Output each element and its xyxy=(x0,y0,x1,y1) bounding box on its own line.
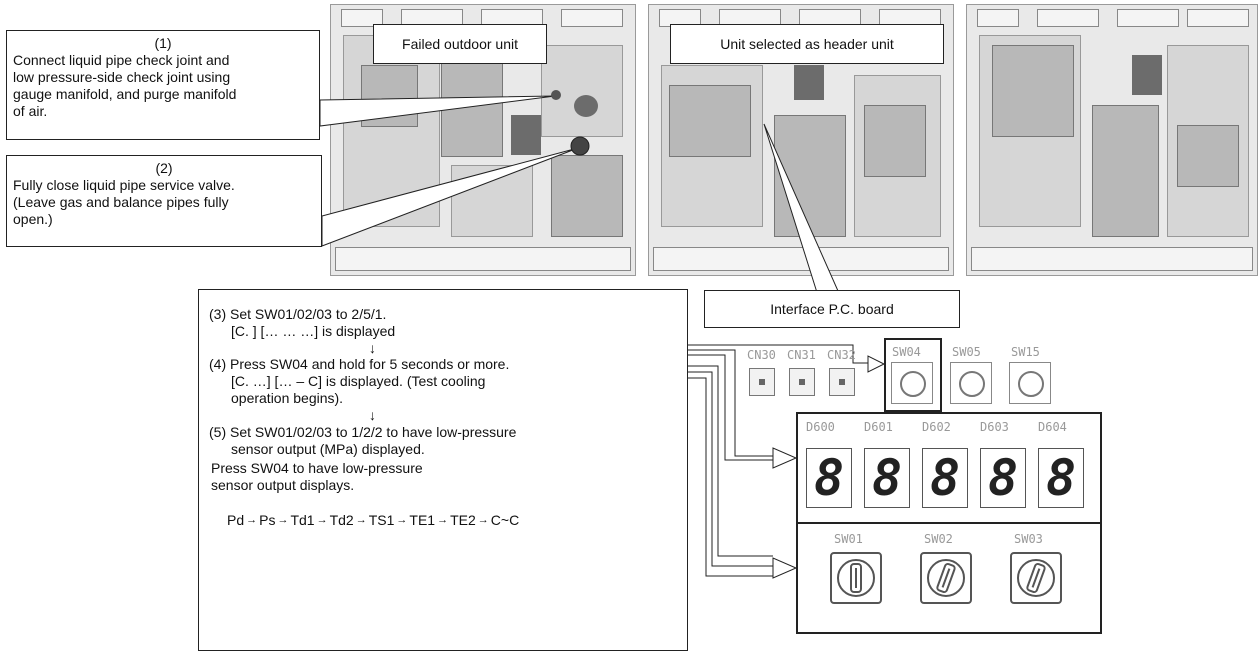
connector-label-cn31: CN31 xyxy=(787,348,816,362)
push-button-sw15[interactable] xyxy=(1009,362,1051,404)
down-arrow-icon: ↓ xyxy=(369,407,376,423)
sequence-item: Pd xyxy=(227,512,244,529)
sequence-arrow-icon: → xyxy=(437,512,448,529)
step-4-line: (4) Press SW04 and hold for 5 seconds or… xyxy=(209,356,509,373)
display-label-d602: D602 xyxy=(922,420,951,434)
rotary-switch-section: SW01 SW02 SW03 xyxy=(796,522,1102,636)
callout-1-line: gauge manifold, and purge manifold xyxy=(13,86,313,103)
rotary-switch-sw03[interactable] xyxy=(1010,552,1062,604)
arrow-to-sw04 xyxy=(868,356,884,372)
sequence-item: C~C xyxy=(491,512,519,529)
display-sequence: Pd → Ps → Td1 → Td2 → TS1 → TE1 → TE2 → … xyxy=(227,512,519,529)
sequence-arrow-icon: → xyxy=(277,512,288,529)
sequence-arrow-icon: → xyxy=(317,512,328,529)
connector-label-cn32: CN32 xyxy=(827,348,856,362)
pointer-interface-board xyxy=(764,124,850,318)
down-arrow-icon: ↓ xyxy=(369,340,376,356)
seven-segment-display-d602: 8 xyxy=(922,448,968,508)
rotary-switch-sw02[interactable] xyxy=(920,552,972,604)
arrow-to-displays xyxy=(773,448,796,468)
pointer-callout-1 xyxy=(320,96,555,126)
callout-1-line: low pressure-side check joint using xyxy=(13,69,313,86)
button-label-sw04: SW04 xyxy=(892,345,921,359)
header-unit-label: Unit selected as header unit xyxy=(670,24,944,64)
display-and-switch-panel: D600 D601 D602 D603 D604 8 8 8 8 8 SW01 … xyxy=(796,412,1102,634)
connector-cn32 xyxy=(829,368,855,396)
step-5-line: (5) Set SW01/02/03 to 1/2/2 to have low-… xyxy=(209,424,516,441)
sequence-item: Ps xyxy=(259,512,275,529)
rotary-label-sw01: SW01 xyxy=(834,532,863,546)
seven-segment-display-d604: 8 xyxy=(1038,448,1084,508)
step-5-line: sensor output displays. xyxy=(211,477,354,494)
service-valve-marker xyxy=(571,137,589,155)
button-label-sw05: SW05 xyxy=(952,345,981,359)
callout-2-number: (2) xyxy=(13,160,315,177)
display-label-d603: D603 xyxy=(980,420,1009,434)
sequence-item: TE1 xyxy=(409,512,435,529)
sequence-arrow-icon: → xyxy=(356,512,367,529)
callout-2-line: open.) xyxy=(13,211,315,228)
rotary-label-sw03: SW03 xyxy=(1014,532,1043,546)
sequence-item: TE2 xyxy=(450,512,476,529)
callout-1-line: of air. xyxy=(13,103,313,120)
connector-cn31 xyxy=(789,368,815,396)
display-label-d600: D600 xyxy=(806,420,835,434)
interface-board-label: Interface P.C. board xyxy=(704,290,960,328)
sequence-arrow-icon: → xyxy=(246,512,257,529)
button-label-sw15: SW15 xyxy=(1011,345,1040,359)
connector-label-cn30: CN30 xyxy=(747,348,776,362)
step-4-line: [C. …] [… – C] is displayed. (Test cooli… xyxy=(231,373,485,390)
sequence-item: TS1 xyxy=(369,512,395,529)
rotary-label-sw02: SW02 xyxy=(924,532,953,546)
seven-segment-display-d601: 8 xyxy=(864,448,910,508)
seven-segment-display-d603: 8 xyxy=(980,448,1026,508)
seven-segment-display-d600: 8 xyxy=(806,448,852,508)
pointer-callout-2 xyxy=(322,148,578,246)
step-4-line: operation begins). xyxy=(231,390,343,407)
push-button-sw05[interactable] xyxy=(950,362,992,404)
sequence-arrow-icon: → xyxy=(396,512,407,529)
sequence-arrow-icon: → xyxy=(478,512,489,529)
step-3-line: [C. ] [… … …] is displayed xyxy=(231,323,395,340)
step-3-line: (3) Set SW01/02/03 to 2/5/1. xyxy=(209,306,386,323)
callout-2-line: (Leave gas and balance pipes fully xyxy=(13,194,315,211)
sequence-item: Td1 xyxy=(290,512,314,529)
callout-1-number: (1) xyxy=(13,35,313,52)
display-label-d601: D601 xyxy=(864,420,893,434)
sequence-item: Td2 xyxy=(330,512,354,529)
procedure-steps-box: (3) Set SW01/02/03 to 2/5/1. [C. ] [… … … xyxy=(198,289,688,651)
callout-1-line: Connect liquid pipe check joint and xyxy=(13,52,313,69)
callout-step-1: (1) Connect liquid pipe check joint and … xyxy=(6,30,320,140)
callout-2-line: Fully close liquid pipe service valve. xyxy=(13,177,315,194)
push-button-sw04[interactable] xyxy=(891,362,933,404)
connector-cn30 xyxy=(749,368,775,396)
callout-step-2: (2) Fully close liquid pipe service valv… xyxy=(6,155,322,247)
rotary-switch-sw01[interactable] xyxy=(830,552,882,604)
step-5-line: sensor output (MPa) displayed. xyxy=(231,441,425,458)
arrow-to-rotary-switches xyxy=(773,558,796,578)
display-label-d604: D604 xyxy=(1038,420,1067,434)
step-5-line: Press SW04 to have low-pressure xyxy=(211,460,423,477)
failed-outdoor-unit-label: Failed outdoor unit xyxy=(373,24,547,64)
